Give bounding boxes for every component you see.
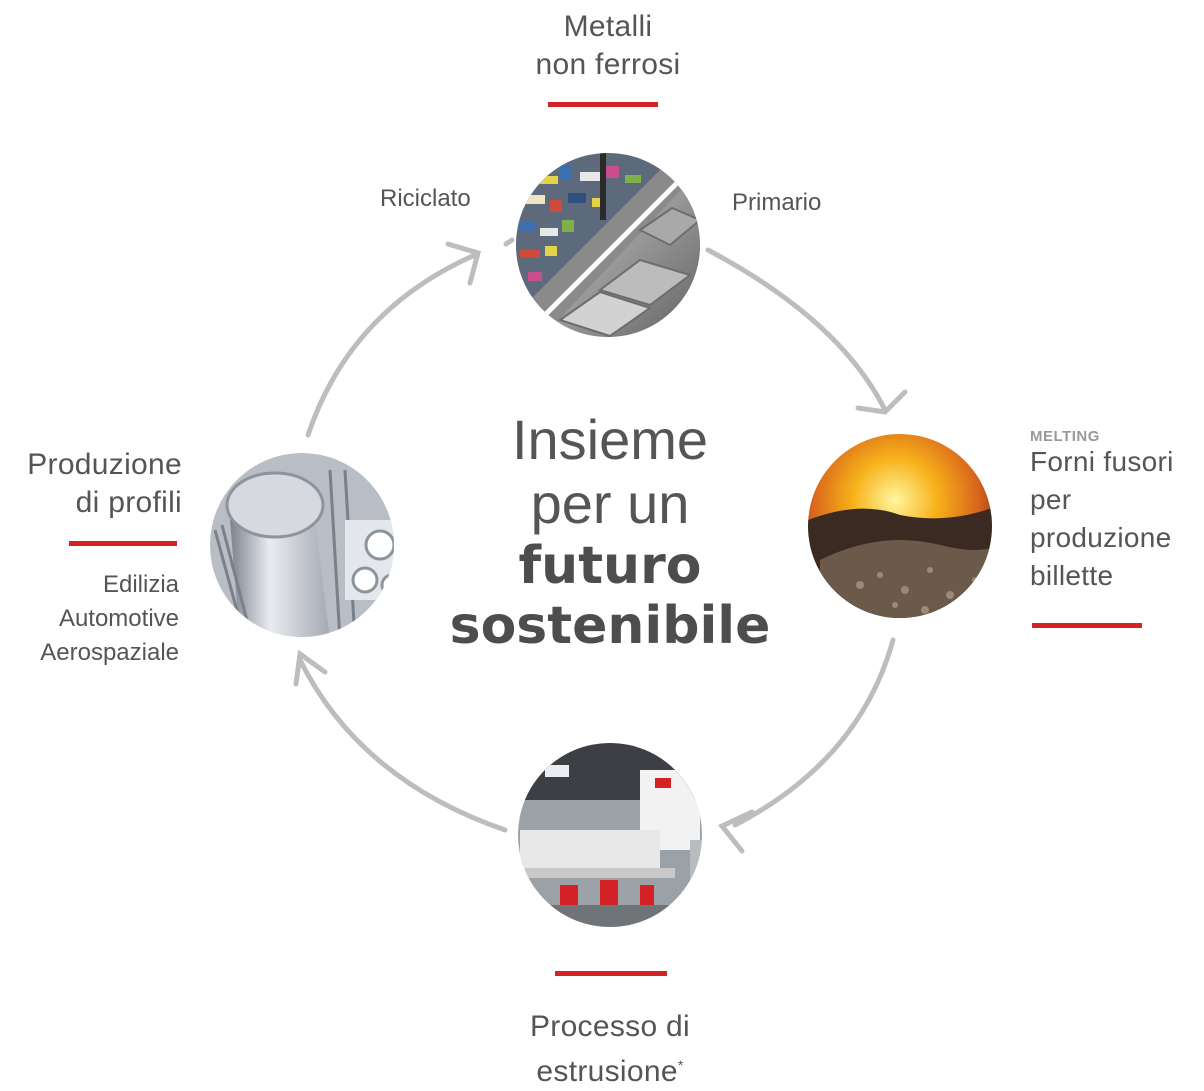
left-node-title: Produzione di profili: [0, 446, 182, 522]
bottom-line2: estrusione: [536, 1055, 678, 1088]
center-line3: futuro: [518, 536, 702, 596]
sector-item: Edilizia: [102, 571, 179, 598]
arrow-left-to-top: [305, 252, 478, 438]
recycled-label: Riciclato: [380, 185, 471, 212]
right-line2: per: [1030, 484, 1072, 515]
melting-kicker: MELTING: [1030, 428, 1100, 445]
bottom-node-title: Processo di estrusione*: [470, 1008, 750, 1091]
left-accent-bar: [69, 541, 177, 546]
arrow-top-to-right: [705, 247, 888, 413]
primary-label: Primario: [732, 189, 822, 216]
top-accent-bar: [548, 102, 658, 107]
center-title: Insieme per un futuro sostenibile: [420, 408, 800, 656]
right-line4: billette: [1030, 560, 1114, 591]
sector-item: Aerospaziale: [40, 639, 179, 666]
right-line1: Forni fusori: [1030, 446, 1174, 477]
center-line2: per un: [530, 472, 690, 535]
right-node-text: MELTING Forni fusori per produzione bill…: [1030, 428, 1204, 595]
cycle-arrows: [293, 237, 908, 854]
center-line1: Insieme: [511, 408, 709, 471]
bottom-accent-bar: [555, 971, 667, 976]
left-line1: Produzione: [27, 448, 182, 481]
sector-list: Edilizia Automotive Aerospaziale: [0, 568, 179, 670]
top-title-line2: non ferrosi: [535, 48, 681, 81]
center-line4: sostenibile: [449, 596, 771, 656]
right-accent-bar: [1032, 623, 1142, 628]
aluminium-profiles-photo: [210, 453, 394, 637]
extrusion-plant-photo: [518, 743, 702, 927]
arrow-right-to-bottom: [732, 637, 896, 828]
melting-furnace-photo: [808, 434, 992, 618]
footnote-mark: *: [677, 1057, 684, 1073]
sector-item: Automotive: [58, 605, 179, 632]
bottom-line1: Processo di: [529, 1010, 691, 1043]
top-node-title: Metalli non ferrosi: [478, 8, 738, 84]
metal-scrap-and-ingots-photo: [516, 153, 700, 337]
left-line2: di profili: [75, 486, 182, 519]
right-line3: produzione: [1030, 522, 1172, 553]
arrow-bottom-to-left: [297, 657, 508, 833]
top-title-line1: Metalli: [563, 10, 653, 43]
